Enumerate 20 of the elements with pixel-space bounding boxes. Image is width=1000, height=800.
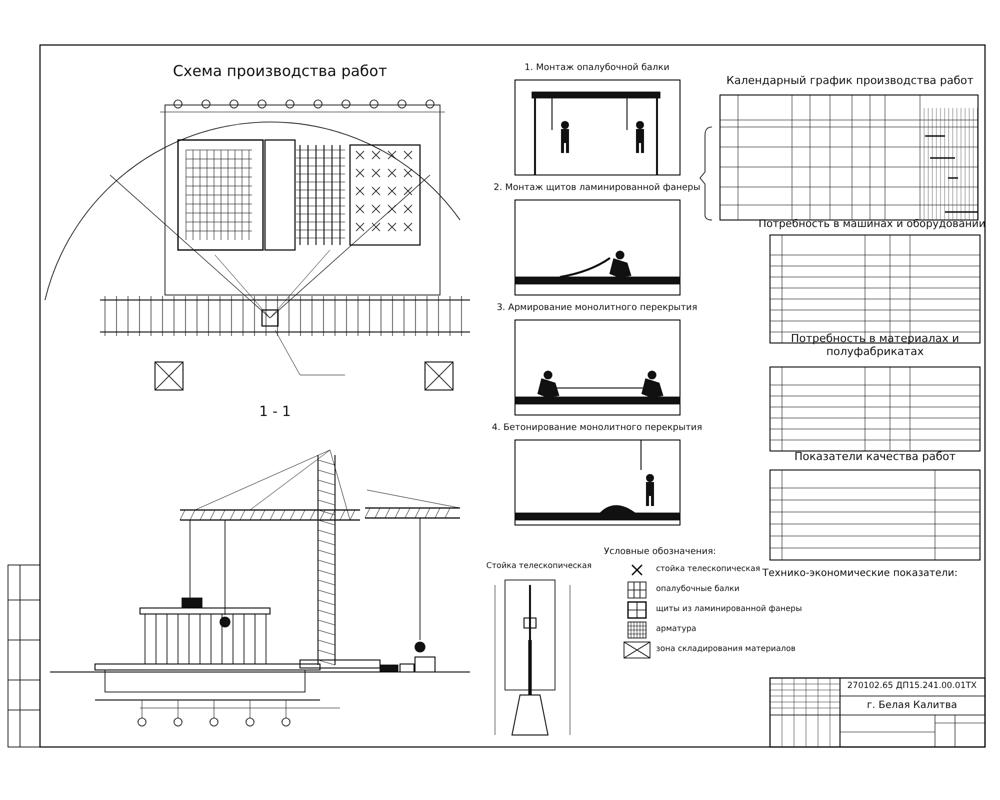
heading: Потребность в машинах и оборудовании	[758, 218, 986, 230]
legend-text: арматура	[656, 624, 696, 633]
heading: Технико-экономические показатели:	[762, 568, 958, 580]
heading: Условные обозначения:	[604, 546, 716, 557]
heading: 3. Армирование монолитного перекрытия	[496, 302, 698, 313]
heading: Схема производства работ	[172, 63, 388, 80]
heading: 4. Бетонирование монолитного перекрытия	[492, 422, 702, 433]
legend-text: зона складирования материалов	[656, 644, 796, 653]
drawing-code: 270102.65 ДП15.241.00.01ТХ	[847, 682, 977, 692]
legend-text: опалубочные балки	[656, 584, 740, 593]
heading: Потребность в материалах и полуфабрикатах	[790, 333, 960, 359]
heading: Показатели качества работ	[794, 451, 956, 464]
heading: 1 - 1	[259, 404, 291, 420]
heading: Календарный график производства работ	[726, 75, 974, 88]
legend-text: стойка телескопическая	[656, 564, 760, 573]
location-text: г. Белая Калитва	[866, 700, 958, 712]
heading: 1. Монтаж опалубочной балки	[524, 62, 670, 73]
legend-text: щиты из ламинированной фанеры	[656, 604, 802, 613]
caption: Стойка телескопическая	[486, 561, 592, 570]
heading: 2. Монтаж щитов ламинированной фанеры	[494, 182, 700, 193]
